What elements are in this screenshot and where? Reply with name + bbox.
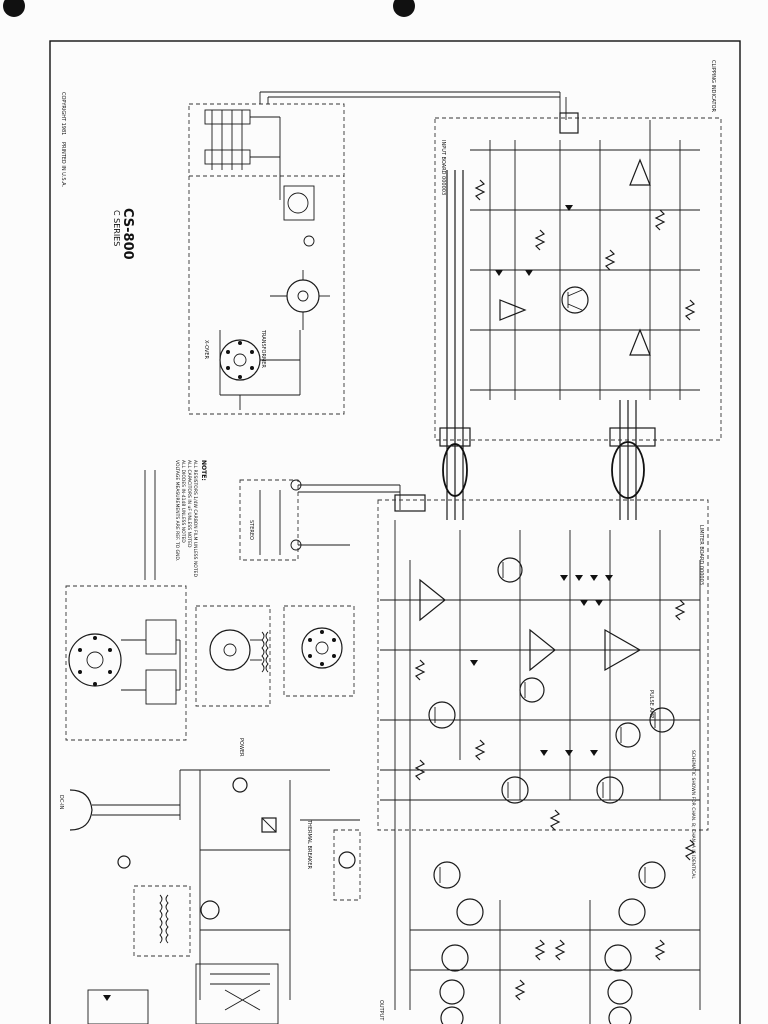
transformer-module [195,605,271,707]
op-amp-3 [629,328,651,356]
copyright-block: COPYRIGHT 1981 PRINTED IN U.S.A. [60,92,66,188]
power-label: POWER [238,738,244,757]
stereo-mono-switch: STEREO [239,479,426,561]
dc-label: DC-IN [58,795,64,810]
power-supply: POWER DC-IN THERMAL BREAK [58,738,361,1024]
svg-text:ALL DIODES IN-4148 UNLESS NOTE: ALL DIODES IN-4148 UNLESS NOTED [180,460,186,543]
op-amp-1 [499,299,527,321]
title-block: CS-800 C SERIES [112,208,135,260]
x-over-label: X-OVER [203,340,209,360]
upper-right-board: INPUT BOARD 000003 CLIPPING INDICATOR [434,60,722,447]
bridge-rectifier [200,900,220,920]
limiter-board-label: LIMITER BOARD 000003 [698,525,704,585]
punch-hole-right [393,0,415,17]
svg-text:VOLTAGE MEASUREMENTS ARE REF.: VOLTAGE MEASUREMENTS ARE REF. TO GND. [174,460,180,561]
upper-board-outline [434,117,722,441]
model-title: CS-800 [120,208,135,260]
input-board-label: INPUT BOARD 000003 [440,140,446,195]
limiter-op-amp-2 [529,628,556,672]
thermal-label: THERMAL BREAKER [306,819,312,869]
svg-text:ALL CAPACITORS IN uF UNLESS NO: ALL CAPACITORS IN uF UNLESS NOTED [186,460,192,548]
output-transistors [439,898,646,1024]
ac-plug [69,789,93,831]
limiter-board-outline [377,499,709,831]
cable-shield-right [611,441,645,499]
stereo-label: STEREO [248,520,254,540]
punch-hole-left [3,0,25,17]
note-block: NOTE: ALL RESISTORS 1/4W CARBON FILM UNL… [174,460,207,577]
printed-text: PRINTED IN U.S.A. [60,142,66,188]
svg-text:NOTE:: NOTE: [200,460,207,481]
transformer-label: TRANSFORMER [260,329,266,368]
limiter-transistors [428,557,675,889]
x-over-module [65,585,187,741]
output-stage: OUTPUT [378,898,700,1024]
input-board-outline [188,103,345,415]
page-border [49,40,741,1024]
limiter-board: LIMITER BOARD 000003 SCHEMATIC SHOWN FOR… [377,499,709,1010]
pulse-amp-label: PULSE AMP [648,690,654,718]
x-over-socket [219,339,261,381]
power-switch [232,777,248,793]
pulse-amp [604,628,642,672]
fan-motor [338,851,356,869]
input-transistor [561,286,589,314]
transformer-socket [286,279,320,313]
input-socket [283,605,355,697]
svg-text:ALL RESISTORS 1/4W CARBON FILM: ALL RESISTORS 1/4W CARBON FILM UNLESS NO… [192,460,198,577]
clipping-label: CLIPPING INDICATOR [710,60,716,113]
series-title: C SERIES [112,210,121,246]
output-label: OUTPUT [378,1000,384,1021]
limiter-op-amp-1 [419,578,446,622]
copyright-text: COPYRIGHT 1981 [60,92,66,135]
input-board: TRANSFORMER X-OVER [188,91,567,415]
op-amp-2 [629,158,651,186]
cable-shield-left [442,443,468,497]
schematic-note: SCHEMATIC SHOWN FOR CHAN. B; CHAN. A IS … [690,750,696,879]
